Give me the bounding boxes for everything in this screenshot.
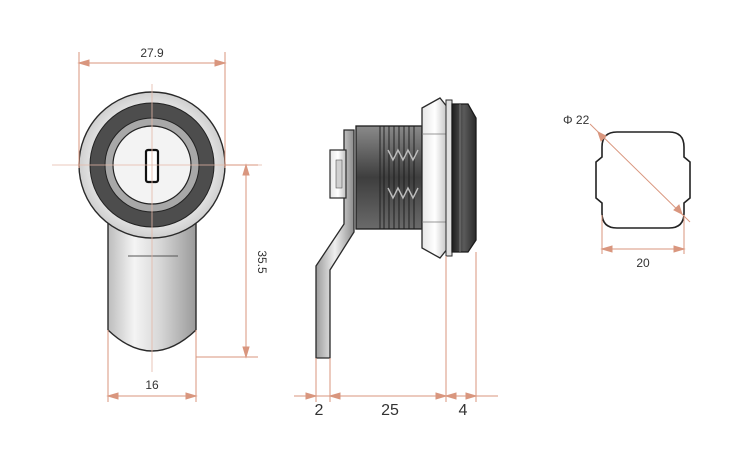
- dim-label-body-length: 25: [381, 402, 399, 419]
- front-view: 27.9 35.5 16: [52, 46, 269, 402]
- side-screw-shank: [335, 159, 343, 189]
- side-thread-zigzag-2: [387, 186, 419, 200]
- side-view: 2 25 4: [294, 97, 498, 419]
- dim-label-height: 35.5: [255, 250, 269, 274]
- side-hex-nut: [421, 97, 449, 259]
- dimension-20: [600, 215, 686, 254]
- dimension-phi-22: [589, 123, 691, 223]
- dimension-16: [106, 330, 198, 402]
- dim-label-cam-width: 16: [145, 378, 159, 392]
- side-thread-zigzag-1: [387, 148, 419, 162]
- side-thread-lines: [383, 126, 415, 229]
- dimension-side: [294, 252, 498, 402]
- dim-label-width: 27.9: [140, 46, 164, 60]
- dim-label-flange-thickness: 4: [459, 402, 468, 419]
- side-panel-washer: [445, 99, 453, 257]
- dimension-35-5: [196, 163, 258, 359]
- dim-label-diameter: Φ 22: [563, 113, 590, 127]
- side-front-flange: [451, 103, 477, 253]
- dim-label-cam-thickness: 2: [315, 402, 324, 419]
- dimension-27-9: [77, 52, 227, 168]
- dim-label-cutout-width: 20: [636, 256, 650, 270]
- cutout-view: Φ 22 20: [563, 113, 691, 270]
- cutout-shape: [595, 131, 691, 229]
